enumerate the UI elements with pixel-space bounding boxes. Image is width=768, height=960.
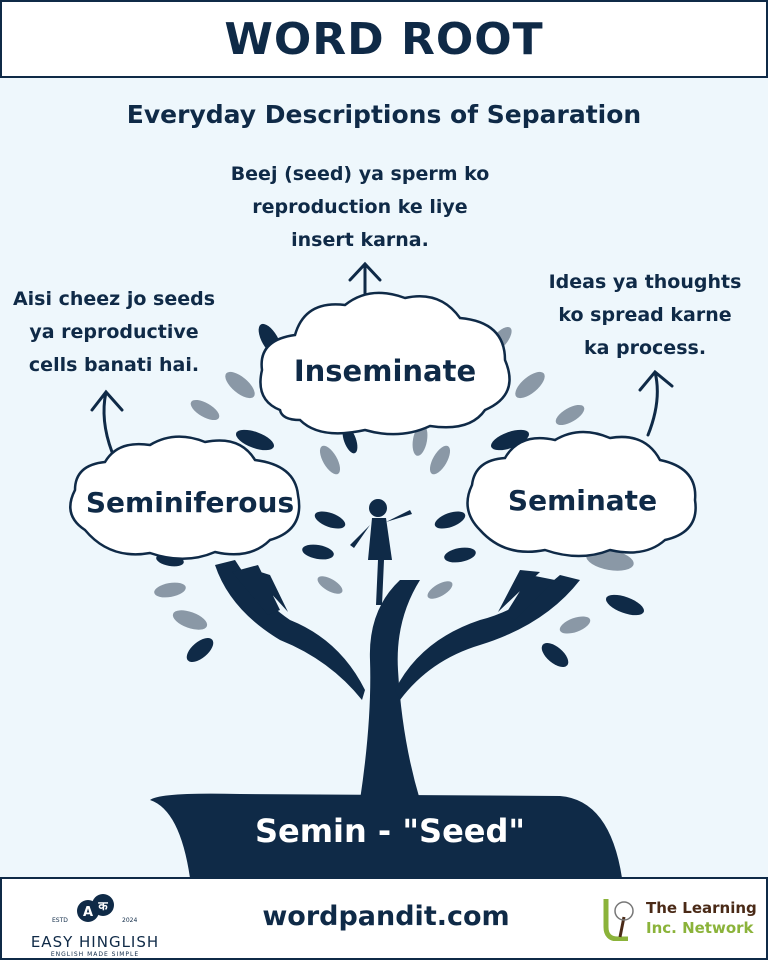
description-seminiferous: Aisi cheez jo seeds ya reproductive cell… (0, 283, 228, 382)
learning-line1: The Learning (646, 899, 757, 917)
desc-line: ko spread karne (558, 304, 732, 326)
child-icon (350, 510, 412, 605)
word-seminate: Seminate (507, 484, 658, 517)
right-hand-icon (395, 575, 580, 700)
logo-a: A (83, 905, 93, 920)
description-seminate: Ideas ya thoughts ko spread karne ka pro… (525, 266, 765, 365)
header: WORD ROOT (0, 0, 768, 78)
root-label: Semin - "Seed" (254, 812, 526, 850)
left-hand-icon (215, 560, 365, 700)
estd-year: 2024 (122, 917, 138, 924)
estd-label: ESTD (52, 917, 68, 924)
desc-line: Ideas ya thoughts (548, 271, 742, 293)
learning-network-logo: The Learning Inc. Network (602, 897, 757, 945)
tree-illustration (69, 261, 697, 878)
desc-line: Beej (seed) ya sperm ko (230, 163, 490, 185)
logo-ka: क (97, 899, 108, 913)
word-seminiferous: Seminiferous (85, 486, 295, 519)
cloud-inseminate (259, 291, 511, 436)
ground (150, 793, 622, 878)
footer: A क ESTD 2024 EASY HINGLISH ENGLISH MADE… (0, 877, 768, 960)
arrow-up-icon (90, 389, 124, 454)
cloud-seminate (466, 430, 697, 558)
learning-line2: Inc. Network (646, 919, 754, 937)
arrow-up-icon (638, 369, 674, 437)
desc-line: cells banati hai. (28, 354, 200, 376)
subtitle: Everyday Descriptions of Separation (126, 100, 642, 129)
tree-logo-icon (603, 899, 634, 942)
word-inseminate: Inseminate (293, 354, 477, 388)
speech-bubbles-icon: A क (77, 894, 114, 922)
desc-line: insert karna. (291, 229, 429, 251)
description-inseminate: Beej (seed) ya sperm ko reproduction ke … (190, 158, 530, 257)
trunk (360, 580, 420, 800)
desc-line: ka process. (583, 337, 707, 359)
desc-line: Aisi cheez jo seeds (12, 288, 216, 310)
easy-hinglish-name: EASY HINGLISH (30, 933, 160, 951)
cloud-seminiferous (69, 435, 301, 560)
desc-line: reproduction ke liye (252, 196, 468, 218)
desc-line: ya reproductive (29, 321, 199, 343)
leaves (154, 326, 634, 634)
easy-hinglish-tagline: ENGLISH MADE SIMPLE (50, 951, 140, 958)
site-link[interactable]: wordpandit.com (262, 901, 510, 932)
easy-hinglish-logo: A क ESTD 2024 EASY HINGLISH ENGLISH MADE… (30, 893, 160, 958)
page-title: WORD ROOT (224, 13, 544, 65)
